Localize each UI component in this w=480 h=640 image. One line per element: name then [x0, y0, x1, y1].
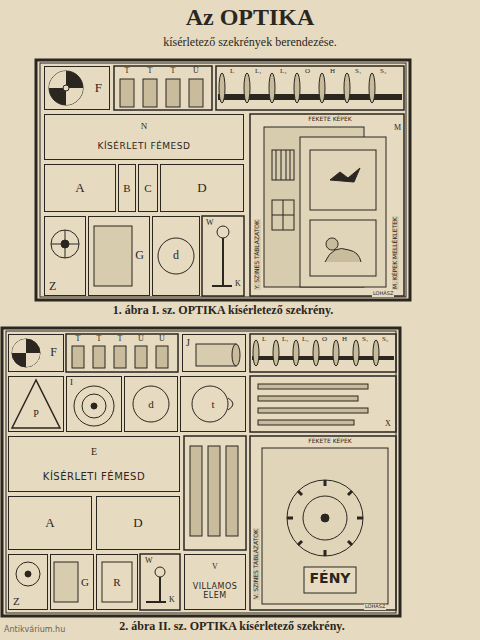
compartment-letter: d — [172, 249, 180, 262]
part-letter: K — [234, 280, 242, 289]
part-letter: X — [384, 420, 392, 429]
compartment-letter: N — [140, 122, 149, 132]
compartment-letter: F — [94, 81, 103, 95]
compartment-box: D — [160, 164, 244, 212]
compartment-box: B — [118, 164, 136, 212]
part-letter: L₁ — [254, 68, 263, 76]
compartment-box: R — [96, 554, 138, 610]
part-letter: L₁ — [281, 336, 290, 344]
compartment-box: V VILLAMOS ELEM — [184, 554, 246, 610]
part-letter: S₁ — [354, 68, 362, 76]
compartment-letter: A — [74, 181, 85, 195]
compartment-box: I — [66, 376, 122, 432]
compartment-text: KÍSÉRLETI FÉMESD — [42, 471, 146, 482]
compartment-letter: F — [49, 346, 58, 359]
compartment-box: t — [180, 376, 246, 432]
compartment-letter: B — [122, 182, 131, 194]
compartment-letter: D — [132, 516, 143, 530]
compartment-box: E KÍSÉRLETI FÉMESD — [8, 436, 180, 492]
part-letter: K — [168, 596, 176, 605]
compartment-box: Z — [44, 216, 86, 296]
compartment-box: G — [88, 216, 150, 296]
part-letter: Ü — [137, 335, 145, 344]
compartment-letter: d — [147, 398, 155, 410]
part-letter: O — [304, 68, 311, 76]
printed-label: FEKETE KÉPEK — [307, 438, 352, 445]
part-letter: T — [124, 67, 131, 76]
figure-caption: 1. ábra I. sz. OPTIKA kísérletező szekré… — [112, 304, 335, 317]
part-letter: T — [75, 335, 82, 344]
printed-label: FEKETE KÉPEK — [307, 116, 352, 123]
compartment-text: KÍSÉRLETI FÉMESD — [97, 142, 192, 152]
figure-caption: FÉNY — [309, 571, 352, 586]
compartment-letter: P — [32, 408, 40, 419]
watermark: Antikvárium.hu — [3, 626, 66, 635]
part-letter: W — [205, 219, 215, 228]
compartment-letter: D — [196, 181, 207, 195]
part-letter: T — [117, 335, 124, 344]
compartment-letter: I — [69, 378, 74, 388]
compartment-box: F — [8, 334, 64, 372]
compartment-box: F — [44, 66, 110, 110]
book-spine-label: V. SZINES TÁBLÁZATOK — [253, 528, 260, 600]
compartment-letter: Z — [48, 280, 57, 293]
part-letter: T — [170, 67, 177, 76]
compartment-box: C — [138, 164, 158, 212]
compartment-box: D — [96, 496, 180, 550]
printed-label: LOHÁSZ — [364, 604, 386, 610]
part-letter: L — [229, 68, 235, 76]
part-letter: W — [144, 557, 154, 566]
compartment-letter: Z — [12, 595, 21, 607]
part-letter: S₂ — [381, 336, 389, 344]
compartment-letter: G — [134, 249, 145, 262]
compartment-letter: V — [211, 563, 219, 572]
part-letter: T — [147, 67, 154, 76]
book-spine-label: Y. SZINES TÁBLÁZATOK — [254, 219, 261, 290]
part-letter: L — [261, 336, 267, 344]
part-letter: L₂ — [279, 68, 288, 76]
part-letter: T — [96, 335, 103, 344]
part-letter: U — [158, 335, 166, 344]
part-letter: H — [329, 68, 336, 76]
compartment-box: d — [124, 376, 178, 432]
compartment-letter: C — [143, 182, 152, 194]
compartment-box: d — [152, 216, 200, 296]
compartment-letter: t — [210, 398, 215, 410]
part-letter: O — [321, 336, 328, 344]
part-letter: Ü — [192, 67, 200, 76]
compartment-box: N KÍSÉRLETI FÉMESD — [44, 114, 244, 160]
part-letter: M — [393, 124, 402, 133]
title: Az OPTIKA — [10, 4, 480, 30]
printed-label: kísérletező szekrények berendezése. — [162, 36, 338, 49]
compartment-letter: R — [112, 576, 121, 588]
compartment-letter: A — [44, 516, 55, 530]
part-letter: H — [341, 336, 348, 344]
compartment-box: J — [182, 334, 246, 372]
compartment-box: A — [8, 496, 92, 550]
compartment-text: VILLAMOS ELEM — [187, 583, 243, 601]
compartment-letter: E — [90, 446, 98, 457]
compartment-box: A — [44, 164, 116, 212]
book-spine-label: M. KÉPEK MELLÉKLETEK — [392, 216, 399, 290]
figure-caption: 2. ábra II. sz. OPTIKA kísérletező szekr… — [118, 620, 345, 633]
compartment-box: P — [8, 376, 64, 432]
part-letter: S₁ — [361, 336, 369, 344]
compartment-box: G — [50, 554, 94, 610]
part-letter: L₂ — [301, 336, 310, 344]
compartment-letter: J — [185, 337, 191, 348]
compartment-letter: G — [80, 576, 90, 588]
printed-label: LOHÁSZ — [372, 291, 394, 297]
compartment-box: Z — [8, 554, 48, 610]
part-letter: S₂ — [379, 68, 387, 76]
